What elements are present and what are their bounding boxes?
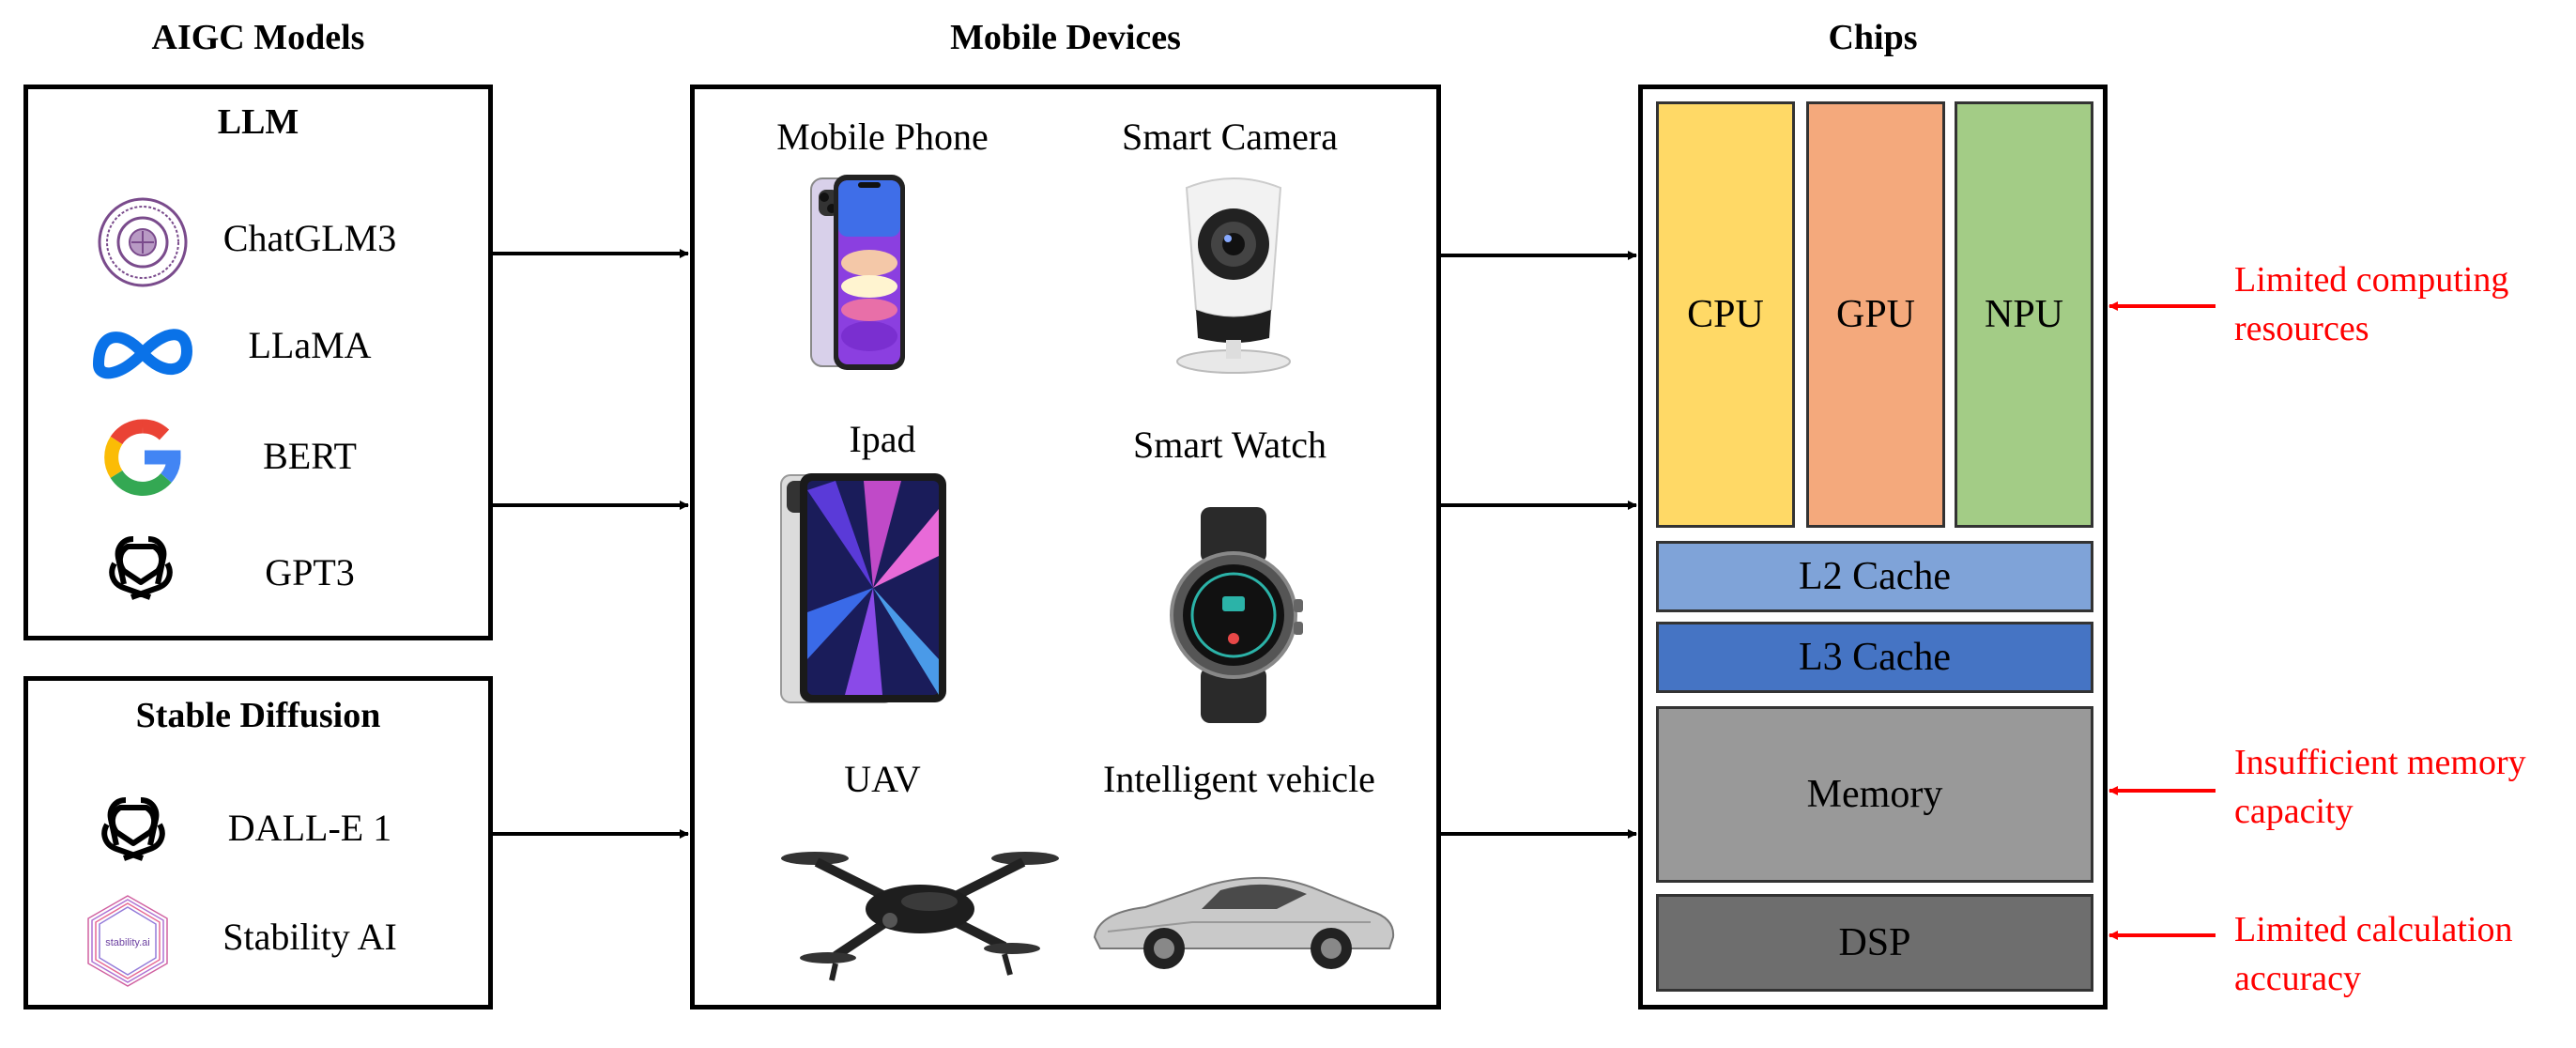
ipad-image (780, 473, 946, 703)
chip-l3-cache: L3 Cache (1656, 622, 2093, 693)
stability-ai-logo-icon: stability.ai (87, 895, 168, 987)
chip-dsp: DSP (1656, 894, 2093, 992)
smart-camera-image (1176, 177, 1291, 374)
issue-insufficient-memory: Insufficient memory capacity (2234, 738, 2526, 836)
device-label-uav: UAV (844, 758, 921, 800)
diffusion-item-dalle1: DALL-E 1 (227, 807, 392, 849)
smart-watch-image (1170, 507, 1303, 723)
issue-line: Limited computing (2234, 260, 2509, 300)
llm-title: LLM (217, 102, 299, 142)
issue-line: capacity (2234, 792, 2354, 831)
chip-memory: Memory (1656, 706, 2093, 883)
llm-item-llama: LLaMA (248, 324, 372, 366)
issue-line: Limited calculation (2234, 910, 2513, 949)
llm-item-gpt3: GPT3 (265, 551, 355, 593)
stable-diffusion-box (23, 676, 493, 1009)
mobile-phone-image (810, 175, 905, 370)
heading-chips: Chips (1828, 18, 1918, 57)
heading-mobile-devices: Mobile Devices (950, 18, 1181, 57)
chip-l2-cache: L2 Cache (1656, 541, 2093, 612)
issue-limited-accuracy: Limited calculation accuracy (2234, 905, 2513, 1003)
tsinghua-seal-icon (98, 197, 188, 287)
google-logo-icon (104, 419, 181, 496)
issue-limited-computing: Limited computing resources (2234, 255, 2508, 353)
llm-item-bert: BERT (263, 435, 357, 477)
heading-aigc-models: AIGC Models (151, 18, 365, 57)
device-label-smart-watch: Smart Watch (1133, 424, 1326, 466)
device-label-ipad: Ipad (849, 418, 916, 460)
chip-gpu: GPU (1806, 101, 1945, 528)
stable-diffusion-title: Stable Diffusion (135, 696, 381, 735)
intelligent-vehicle-image (1093, 876, 1395, 969)
device-label-mobile-phone: Mobile Phone (776, 116, 989, 158)
device-label-intelligent-vehicle: Intelligent vehicle (1103, 758, 1375, 800)
chip-cpu: CPU (1656, 101, 1795, 528)
openai-logo-icon (101, 797, 165, 861)
llm-item-chatglm3: ChatGLM3 (222, 217, 397, 259)
diffusion-item-stability-ai: Stability AI (222, 916, 397, 958)
openai-logo-icon (109, 536, 173, 600)
uav-drone-image (781, 852, 1059, 981)
device-label-smart-camera: Smart Camera (1122, 116, 1338, 158)
chip-npu: NPU (1955, 101, 2093, 528)
issue-line: accuracy (2234, 959, 2361, 998)
issue-line: Insufficient memory (2234, 743, 2526, 782)
stability-logo-text: stability.ai (105, 937, 149, 948)
meta-logo-icon (93, 329, 192, 379)
issue-line: resources (2234, 309, 2369, 348)
